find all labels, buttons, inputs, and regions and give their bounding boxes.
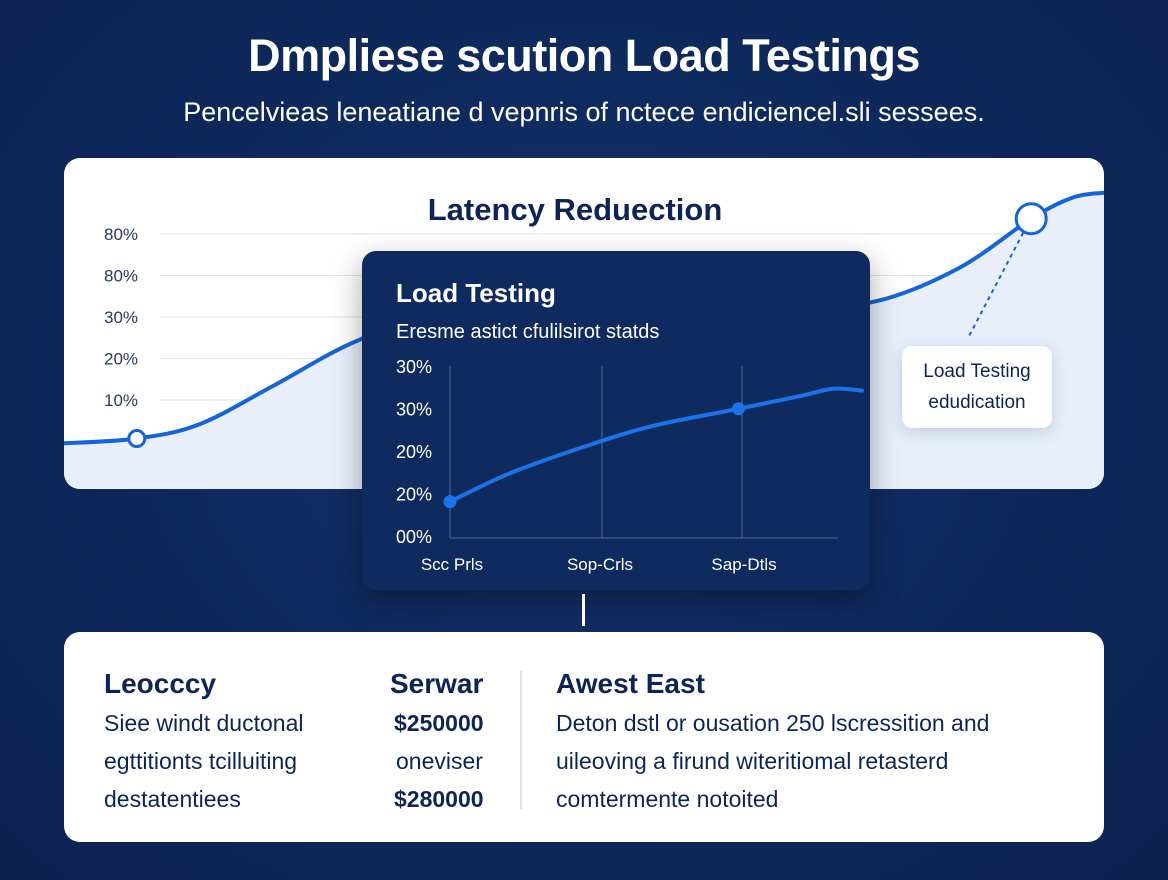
callout-label: Load Testing edudication — [902, 346, 1052, 428]
col3-heading: Awest East — [556, 668, 705, 699]
col3-line-2: uileoving a firund witeritiomal retaster… — [556, 748, 949, 774]
info-card: Leocccy Siee windt ductonal egttitionts … — [64, 632, 1104, 842]
y-tick-label: 10% — [104, 391, 138, 410]
column-divider — [520, 670, 522, 810]
page-title: Dmpliese scution Load Testings — [248, 30, 920, 81]
y-tick-label: 80% — [104, 267, 138, 286]
series-line — [448, 386, 864, 504]
callout-line-2: edudication — [928, 392, 1026, 413]
x-tick-label: Sap-Dtls — [711, 555, 776, 574]
y-tick-label: 00% — [396, 527, 432, 547]
load-testing-chart: 30% 30% 20% 20% 00% Scc Prls Sop-Crls Sap-Dtls — [396, 357, 864, 574]
data-marker — [1014, 202, 1048, 236]
x-tick-label: Sop-Crls — [567, 555, 633, 574]
latency-chart-title: Latency Reduection — [427, 192, 723, 227]
data-point — [731, 402, 745, 416]
y-tick-label: 30% — [396, 400, 432, 420]
page-subtitle: Pencelvieas leneatiane d vepnris of ncte… — [183, 97, 985, 127]
col1-line-2: egttitionts tcilluiting — [104, 748, 298, 774]
y-tick-label: 80% — [104, 225, 138, 244]
col2-line-3: $280000 — [394, 786, 484, 812]
col1-line-3: destatentiees — [104, 786, 241, 812]
col2-heading: Serwar — [390, 668, 484, 699]
y-tick-label: 20% — [104, 350, 138, 369]
y-tick-label: 20% — [396, 485, 432, 505]
col1-heading: Leocccy — [104, 668, 217, 699]
x-tick-label: Scc Prls — [421, 555, 483, 574]
col1-line-1: Siee windt ductonal — [104, 710, 304, 736]
y-tick-label: 30% — [104, 308, 138, 327]
data-marker — [127, 429, 147, 449]
col3-line-3: comtermente notoited — [556, 786, 779, 812]
col2-line-1: $250000 — [394, 710, 484, 736]
connector-line — [582, 594, 585, 626]
data-point — [443, 495, 457, 509]
panel-subtitle: Eresme astict cfulilsirot statds — [396, 321, 660, 343]
col2-line-2: oneviser — [396, 748, 483, 774]
callout-leader — [967, 232, 1025, 339]
callout-line-1: Load Testing — [923, 361, 1031, 382]
y-tick-label: 20% — [396, 442, 432, 462]
panel-title: Load Testing — [396, 278, 556, 308]
col3-line-1: Deton dstl or ousation 250 lscressition … — [556, 710, 990, 736]
y-tick-label: 30% — [396, 357, 432, 377]
